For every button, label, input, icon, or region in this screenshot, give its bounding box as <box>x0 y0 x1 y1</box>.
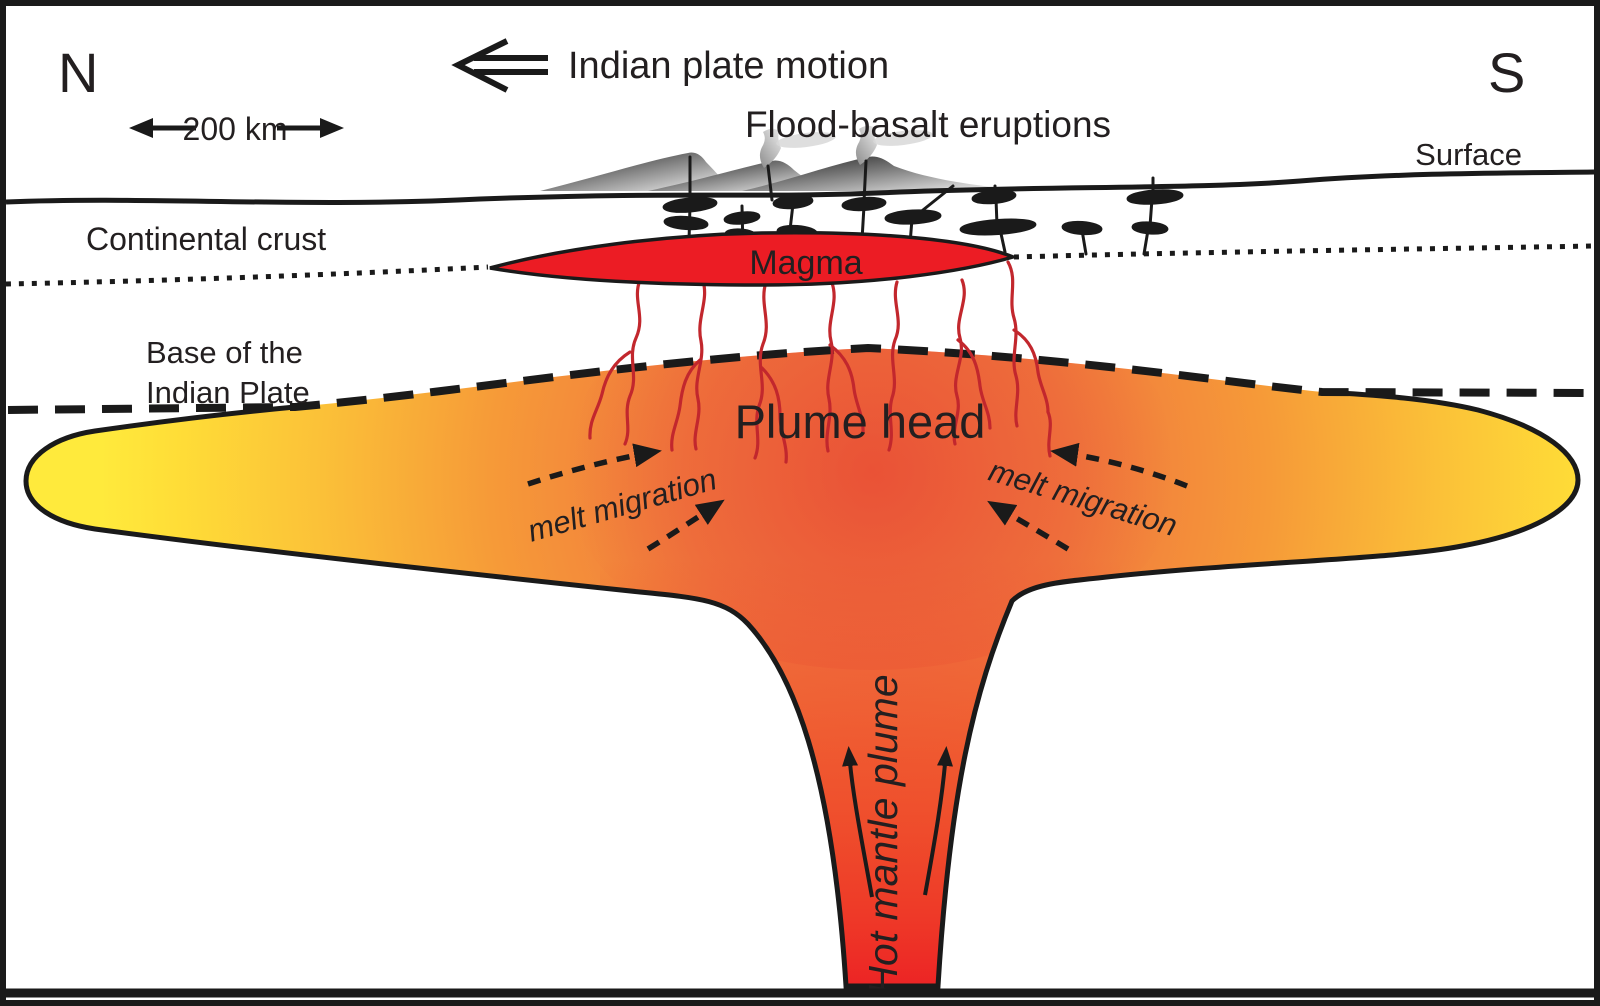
plate-motion-group: Indian plate motion <box>451 38 889 93</box>
crust-base-dotted-line-left <box>5 264 489 287</box>
sill <box>772 194 814 210</box>
plate-motion-arrow-icon <box>451 38 548 93</box>
smoke-drift <box>873 130 933 146</box>
hot-mantle-plume-label: Hot mantle plume <box>860 674 906 995</box>
smoke-drift <box>776 132 836 148</box>
volcano-hill <box>742 156 1016 191</box>
sill <box>1131 221 1169 235</box>
sill <box>662 197 718 213</box>
smoke-plume-icon <box>759 128 781 168</box>
plate-motion-label: Indian plate motion <box>568 45 889 87</box>
plume-outline <box>23 389 1581 989</box>
volcano-conduit <box>916 184 955 216</box>
melt-arrow <box>646 499 725 552</box>
melt-arrow <box>1050 442 1189 489</box>
sill <box>1061 220 1103 236</box>
volcano-conduit <box>766 164 774 202</box>
compass-north-label: N <box>58 41 98 104</box>
melt-arrow <box>527 443 662 487</box>
sill <box>959 218 1037 236</box>
compass-south-label: S <box>1488 41 1525 104</box>
melt-veins <box>588 260 1052 464</box>
surface-line <box>5 169 1595 205</box>
plume-head-label: Plume head <box>735 395 986 448</box>
upwelling-arrow <box>923 746 953 896</box>
surface-label: Surface <box>1415 137 1522 172</box>
sill <box>971 189 1017 205</box>
smoke-plume-icon <box>855 125 877 165</box>
scale-bar: 200 km <box>129 111 344 147</box>
melt-arrow <box>987 500 1070 552</box>
magma-lens <box>489 231 1019 287</box>
magma-label: Magma <box>749 244 862 282</box>
plate-base-label-line1: Base of the <box>146 335 303 370</box>
flood-basalt-volcanoes <box>540 125 1016 191</box>
upwelling-arrow <box>842 746 874 898</box>
sill <box>1126 189 1184 205</box>
crust-base-dotted-line-right <box>1013 243 1595 260</box>
magma-chamber: Magma <box>489 231 1019 287</box>
continental-crust-label: Continental crust <box>86 221 326 257</box>
plate-base-dashed-line <box>7 343 1593 414</box>
sill <box>841 196 887 212</box>
volcano-hill <box>540 152 733 191</box>
volcano-conduit <box>862 159 868 204</box>
eruptions-title: Flood-basalt eruptions <box>745 104 1111 145</box>
plate-base-label-line2: Indian Plate <box>146 375 310 410</box>
sill <box>663 215 709 231</box>
sill <box>884 209 942 225</box>
hot-mantle-plume-group: Hot mantle plume <box>842 674 953 996</box>
scale-bar-label: 200 km <box>183 111 288 147</box>
sill <box>723 211 761 225</box>
plume-center-hot-zone <box>562 348 1182 670</box>
